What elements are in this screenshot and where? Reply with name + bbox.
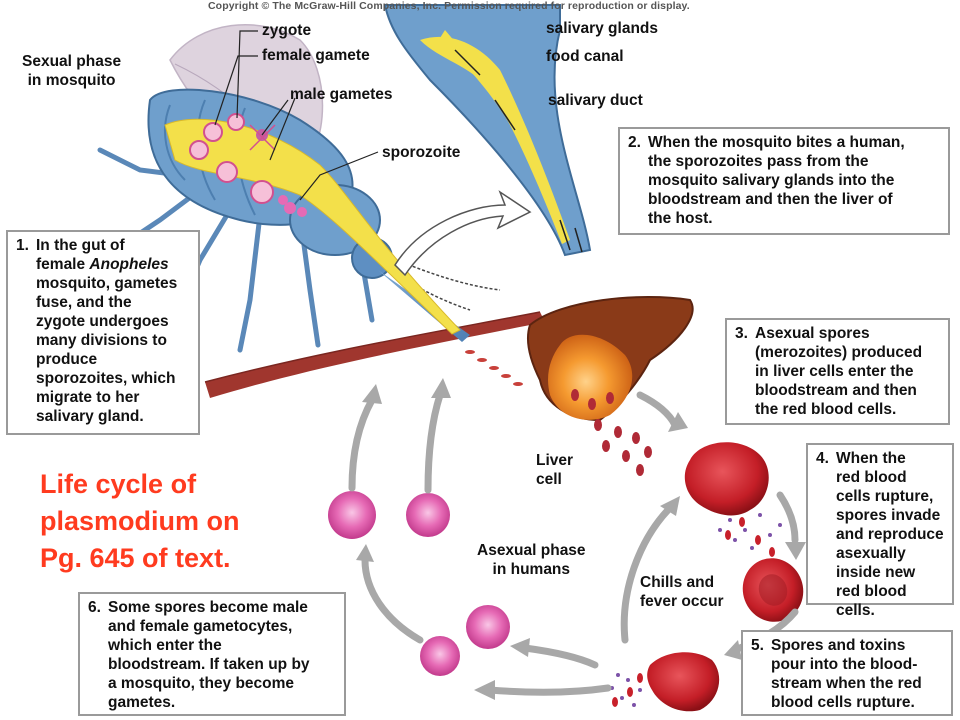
zoom-arrow: [394, 190, 532, 277]
step-1-text: In the gut of female Anopheles mosquito,…: [36, 236, 190, 426]
sporozoites-in-blood: [465, 350, 523, 386]
label-female-gamete: female gamete: [262, 47, 370, 64]
step-4-box: 4. When the red blood cells rupture, spo…: [806, 443, 954, 619]
blood-vessel: [204, 311, 545, 398]
liver: [527, 296, 694, 476]
label-liver-cell: Liver cell: [536, 452, 574, 488]
step-6-box: 6. Some spores become male and female ga…: [78, 592, 346, 716]
red-blood-cell: [742, 558, 804, 622]
step-1-species: Anopheles: [89, 256, 169, 273]
gut-cells: [189, 113, 307, 217]
label-salivary-duct: salivary duct: [548, 92, 643, 109]
step-5-text: Spores and toxins pour into the blood- s…: [771, 637, 922, 711]
label-asexual-phase: Asexual phase in humans: [477, 542, 586, 578]
step-1-text-a: In the gut of female: [36, 237, 125, 273]
label-salivary-glands: salivary glands: [546, 20, 659, 37]
step-5-box: 5. Spores and toxins pour into the blood…: [741, 630, 953, 716]
ruptured-red-blood-cell-top: [684, 442, 782, 557]
step-3-number: 3.: [735, 325, 748, 342]
copyright-notice: Copyright © The McGraw-Hill Companies, I…: [208, 0, 690, 12]
cycle-arrowheads: [356, 378, 806, 700]
ruptured-red-blood-cell-bottom: [610, 652, 720, 712]
step-4-number: 4.: [816, 450, 829, 467]
step-1-number: 1.: [16, 237, 29, 254]
step-2-box: 2. When the mosquito bites a human, the …: [618, 127, 950, 235]
step-3-box: 3. Asexual spores (merozoites) produced …: [725, 318, 950, 425]
step-2-text: When the mosquito bites a human, the spo…: [648, 134, 905, 227]
step-2-number: 2.: [628, 134, 641, 151]
gametocytes: [328, 491, 510, 676]
step-6-number: 6.: [88, 599, 101, 616]
label-male-gametes: male gametes: [290, 86, 393, 103]
label-sporozoite: sporozoite: [382, 144, 461, 161]
label-sexual-phase: Sexual phase in mosquito: [22, 53, 122, 89]
proboscis-inset: [383, 4, 592, 257]
label-zygote: zygote: [262, 22, 312, 39]
step-1-box: 1. In the gut of female Anopheles mosqui…: [6, 230, 200, 435]
step-4-text: When the red blood cells rupture, spores…: [836, 450, 944, 619]
step-6-text: Some spores become male and female gamet…: [108, 599, 310, 711]
step-3-text: Asexual spores (merozoites) produced in …: [755, 325, 923, 418]
step-5-number: 5.: [751, 637, 764, 654]
label-food-canal: food canal: [546, 48, 624, 65]
step-1-text-b: mosquito, gametes fuse, and the zygote u…: [36, 275, 178, 425]
label-chills-fever: Chills and fever occur: [640, 574, 724, 610]
page-reference-caption: Life cycle of plasmodium on Pg. 645 of t…: [40, 469, 240, 573]
